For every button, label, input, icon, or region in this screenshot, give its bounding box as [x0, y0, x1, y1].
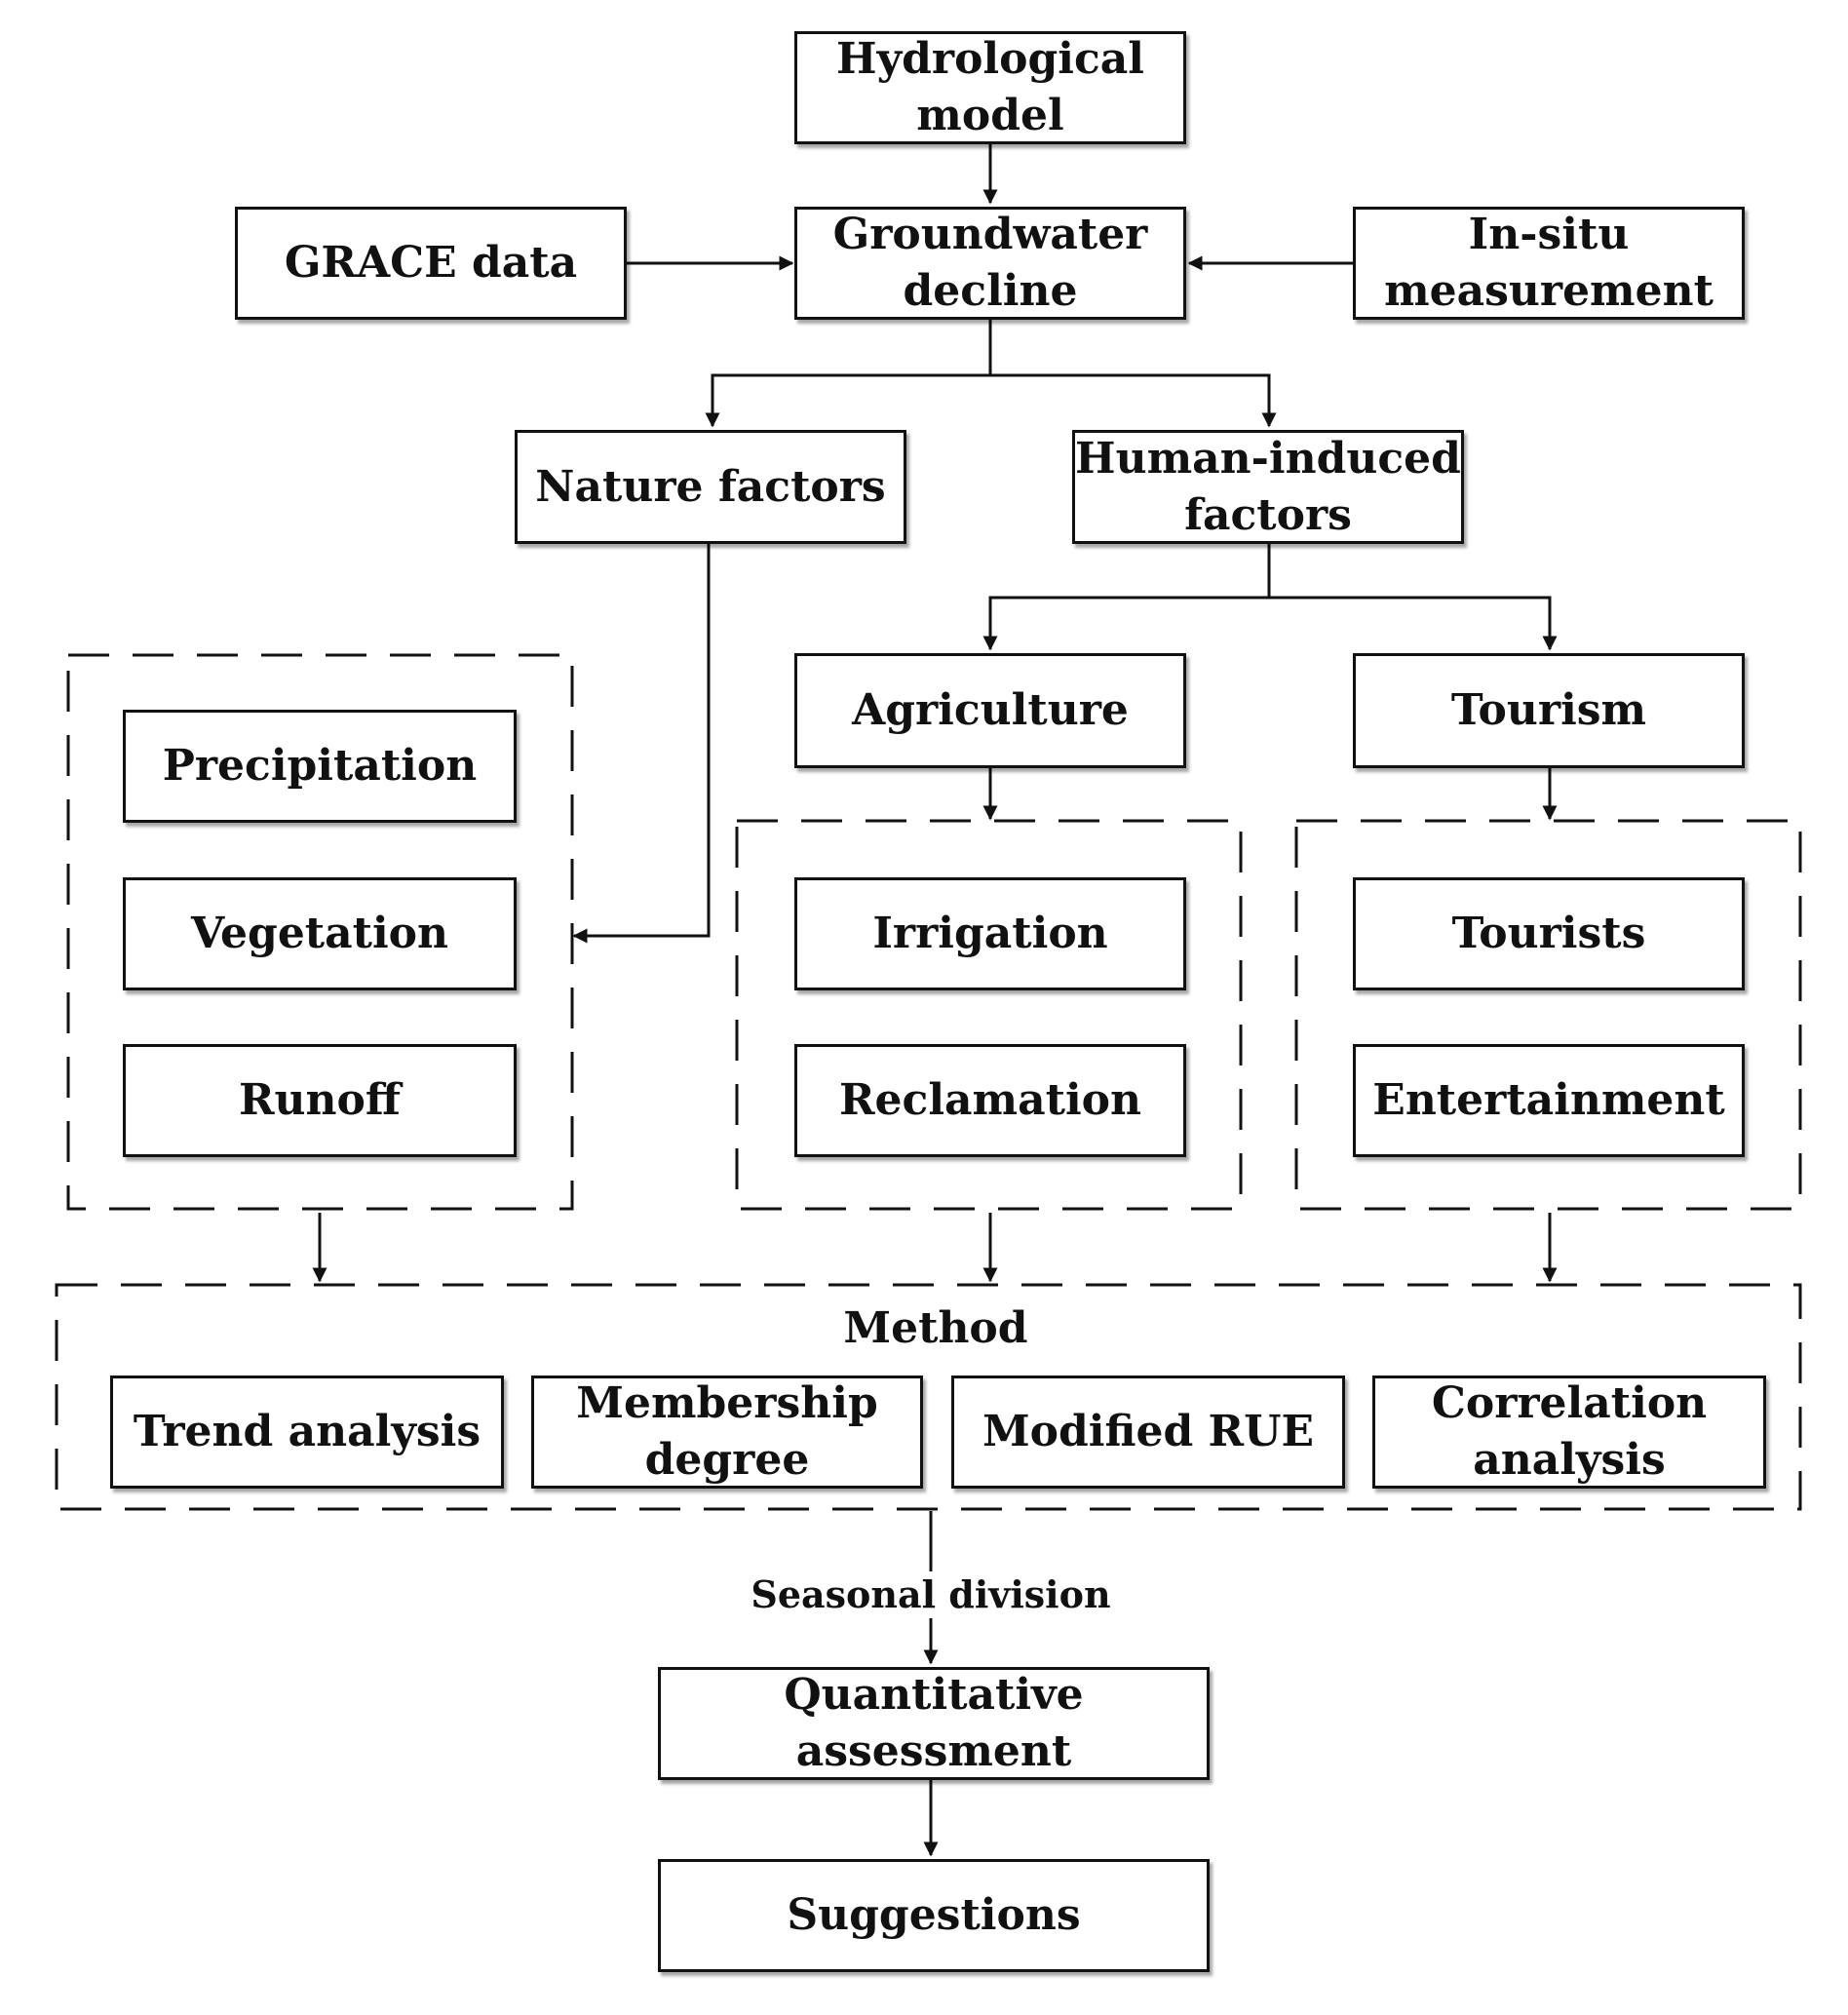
in-situ-measurement-box: In-situ measurement: [1353, 207, 1745, 320]
modified-rue-box: Modified RUE: [951, 1376, 1345, 1489]
groundwater-decline-box: Groundwater decline: [794, 207, 1186, 320]
nature-factors-box: Nature factors: [515, 430, 906, 544]
seasonal-division-label: Seasonal division: [751, 1572, 1111, 1616]
grace-data-box: GRACE data: [235, 207, 627, 320]
arrow-nature-to-group: [572, 544, 711, 944]
human-induced-factors-box: Human-induced factors: [1072, 430, 1464, 544]
tourism-box: Tourism: [1353, 653, 1745, 768]
arrow-human-to-tourism: [1269, 596, 1558, 651]
irrigation-box: Irrigation: [794, 877, 1186, 990]
entertainment-box: Entertainment: [1353, 1044, 1745, 1157]
arrow-groundwater-to-human: [990, 373, 1277, 428]
suggestions-box: Suggestions: [658, 1859, 1210, 1972]
hydrological-model-box: Hydrological model: [794, 31, 1186, 144]
method-label: Method: [843, 1303, 1028, 1353]
runoff-box: Runoff: [123, 1044, 517, 1157]
tourists-box: Tourists: [1353, 877, 1745, 990]
reclamation-box: Reclamation: [794, 1044, 1186, 1157]
quantitative-assessment-box: Quantitative assessment: [658, 1667, 1210, 1780]
correlation-analysis-box: Correlation analysis: [1372, 1376, 1766, 1489]
arrow-human-to-agriculture: [982, 544, 1271, 651]
nature-factors-group: [66, 653, 574, 1211]
agriculture-box: Agriculture: [794, 653, 1186, 768]
trend-analysis-box: Trend analysis: [110, 1376, 504, 1489]
arrow-groundwater-to-nature: [705, 320, 992, 428]
precipitation-box: Precipitation: [123, 710, 517, 823]
membership-degree-box: Membership degree: [531, 1376, 923, 1489]
vegetation-box: Vegetation: [123, 877, 517, 990]
method-group: [55, 1283, 1802, 1511]
